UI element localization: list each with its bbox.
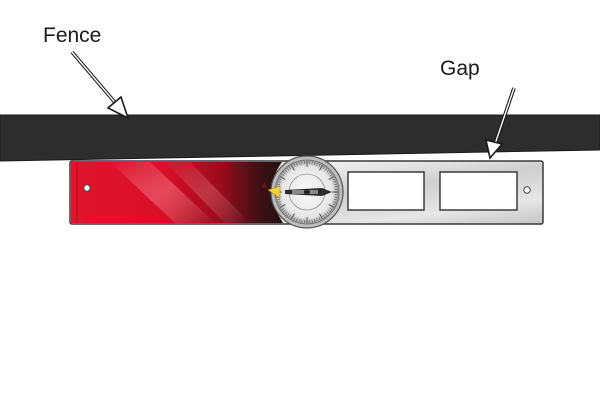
dial-tick [283, 171, 286, 175]
dial-tick [328, 171, 331, 175]
angle-finder-tool: A [69, 155, 544, 229]
dial-tick [332, 203, 336, 206]
dial-tick [281, 207, 285, 210]
dial-tick [329, 174, 333, 177]
fence-label: Fence [43, 24, 101, 47]
dial-tick [328, 204, 335, 208]
dial-tick [311, 219, 313, 223]
dial-tick [316, 218, 318, 222]
gap-label: Gap [440, 57, 480, 80]
dial-tick [319, 213, 323, 220]
dial-tick [333, 201, 337, 203]
dial-tick [291, 164, 295, 171]
dial-marker-letter: A [262, 183, 267, 190]
dial-tick [293, 217, 296, 221]
dial-tick [279, 176, 286, 180]
dial-ticks [276, 161, 338, 223]
dial-tick [324, 213, 328, 216]
dial-tick [279, 204, 286, 208]
dial-tick [329, 207, 333, 210]
dial-tick [332, 178, 336, 181]
dial-tick [298, 161, 300, 166]
dial-tick [314, 218, 316, 223]
fence-board [0, 114, 600, 162]
dial-tick [286, 168, 290, 171]
dial-tick [278, 203, 282, 206]
dial-tick [319, 164, 323, 171]
dial-tick [322, 214, 325, 218]
dial-tick [284, 211, 288, 215]
dial-pointer [267, 185, 281, 199]
arrow-down-right-icon [70, 50, 130, 120]
right-mounting-hole [523, 186, 531, 194]
dial-tick [324, 168, 328, 171]
dial-tick [296, 162, 298, 166]
dial-tick [333, 199, 338, 201]
dial-tick [283, 209, 286, 213]
dial-tick [301, 161, 303, 165]
dial-tick [296, 218, 298, 222]
dial-tick [333, 183, 338, 185]
dial-tick [284, 169, 288, 173]
dial-tick [326, 211, 330, 215]
dial-tick [286, 213, 290, 216]
dial-tick [326, 169, 330, 173]
left-display-window [347, 171, 425, 211]
dial-tick [316, 162, 318, 166]
dial-tick [328, 209, 331, 213]
arrow-down-left-icon [484, 87, 516, 160]
dial-tick [289, 166, 292, 170]
protractor-dial-icon: A [262, 155, 344, 229]
dial-tick [276, 183, 281, 185]
dial-tick [322, 166, 325, 170]
dial-tick [293, 163, 296, 167]
dial-tick [328, 176, 335, 180]
right-display-window [439, 171, 518, 211]
red-blade-shine-2 [165, 162, 250, 223]
left-mounting-hole [83, 184, 91, 192]
dial-tick [289, 214, 292, 218]
dial-tick [318, 217, 321, 221]
dial-tick [301, 219, 303, 223]
dial-tick [298, 218, 300, 223]
dial-tick [318, 163, 321, 167]
dial-tick [334, 196, 338, 198]
dial-tick [276, 199, 281, 201]
dial-tick [291, 213, 295, 220]
dial-tick [278, 178, 282, 181]
dial-tick [314, 161, 316, 166]
dial-tick [333, 181, 337, 183]
dial-tick [281, 174, 285, 177]
dial-tick [277, 201, 281, 203]
red-blade-shine [110, 162, 215, 223]
dial-tick [277, 181, 281, 183]
dial-tick [311, 161, 313, 165]
dial-tick [334, 186, 338, 188]
